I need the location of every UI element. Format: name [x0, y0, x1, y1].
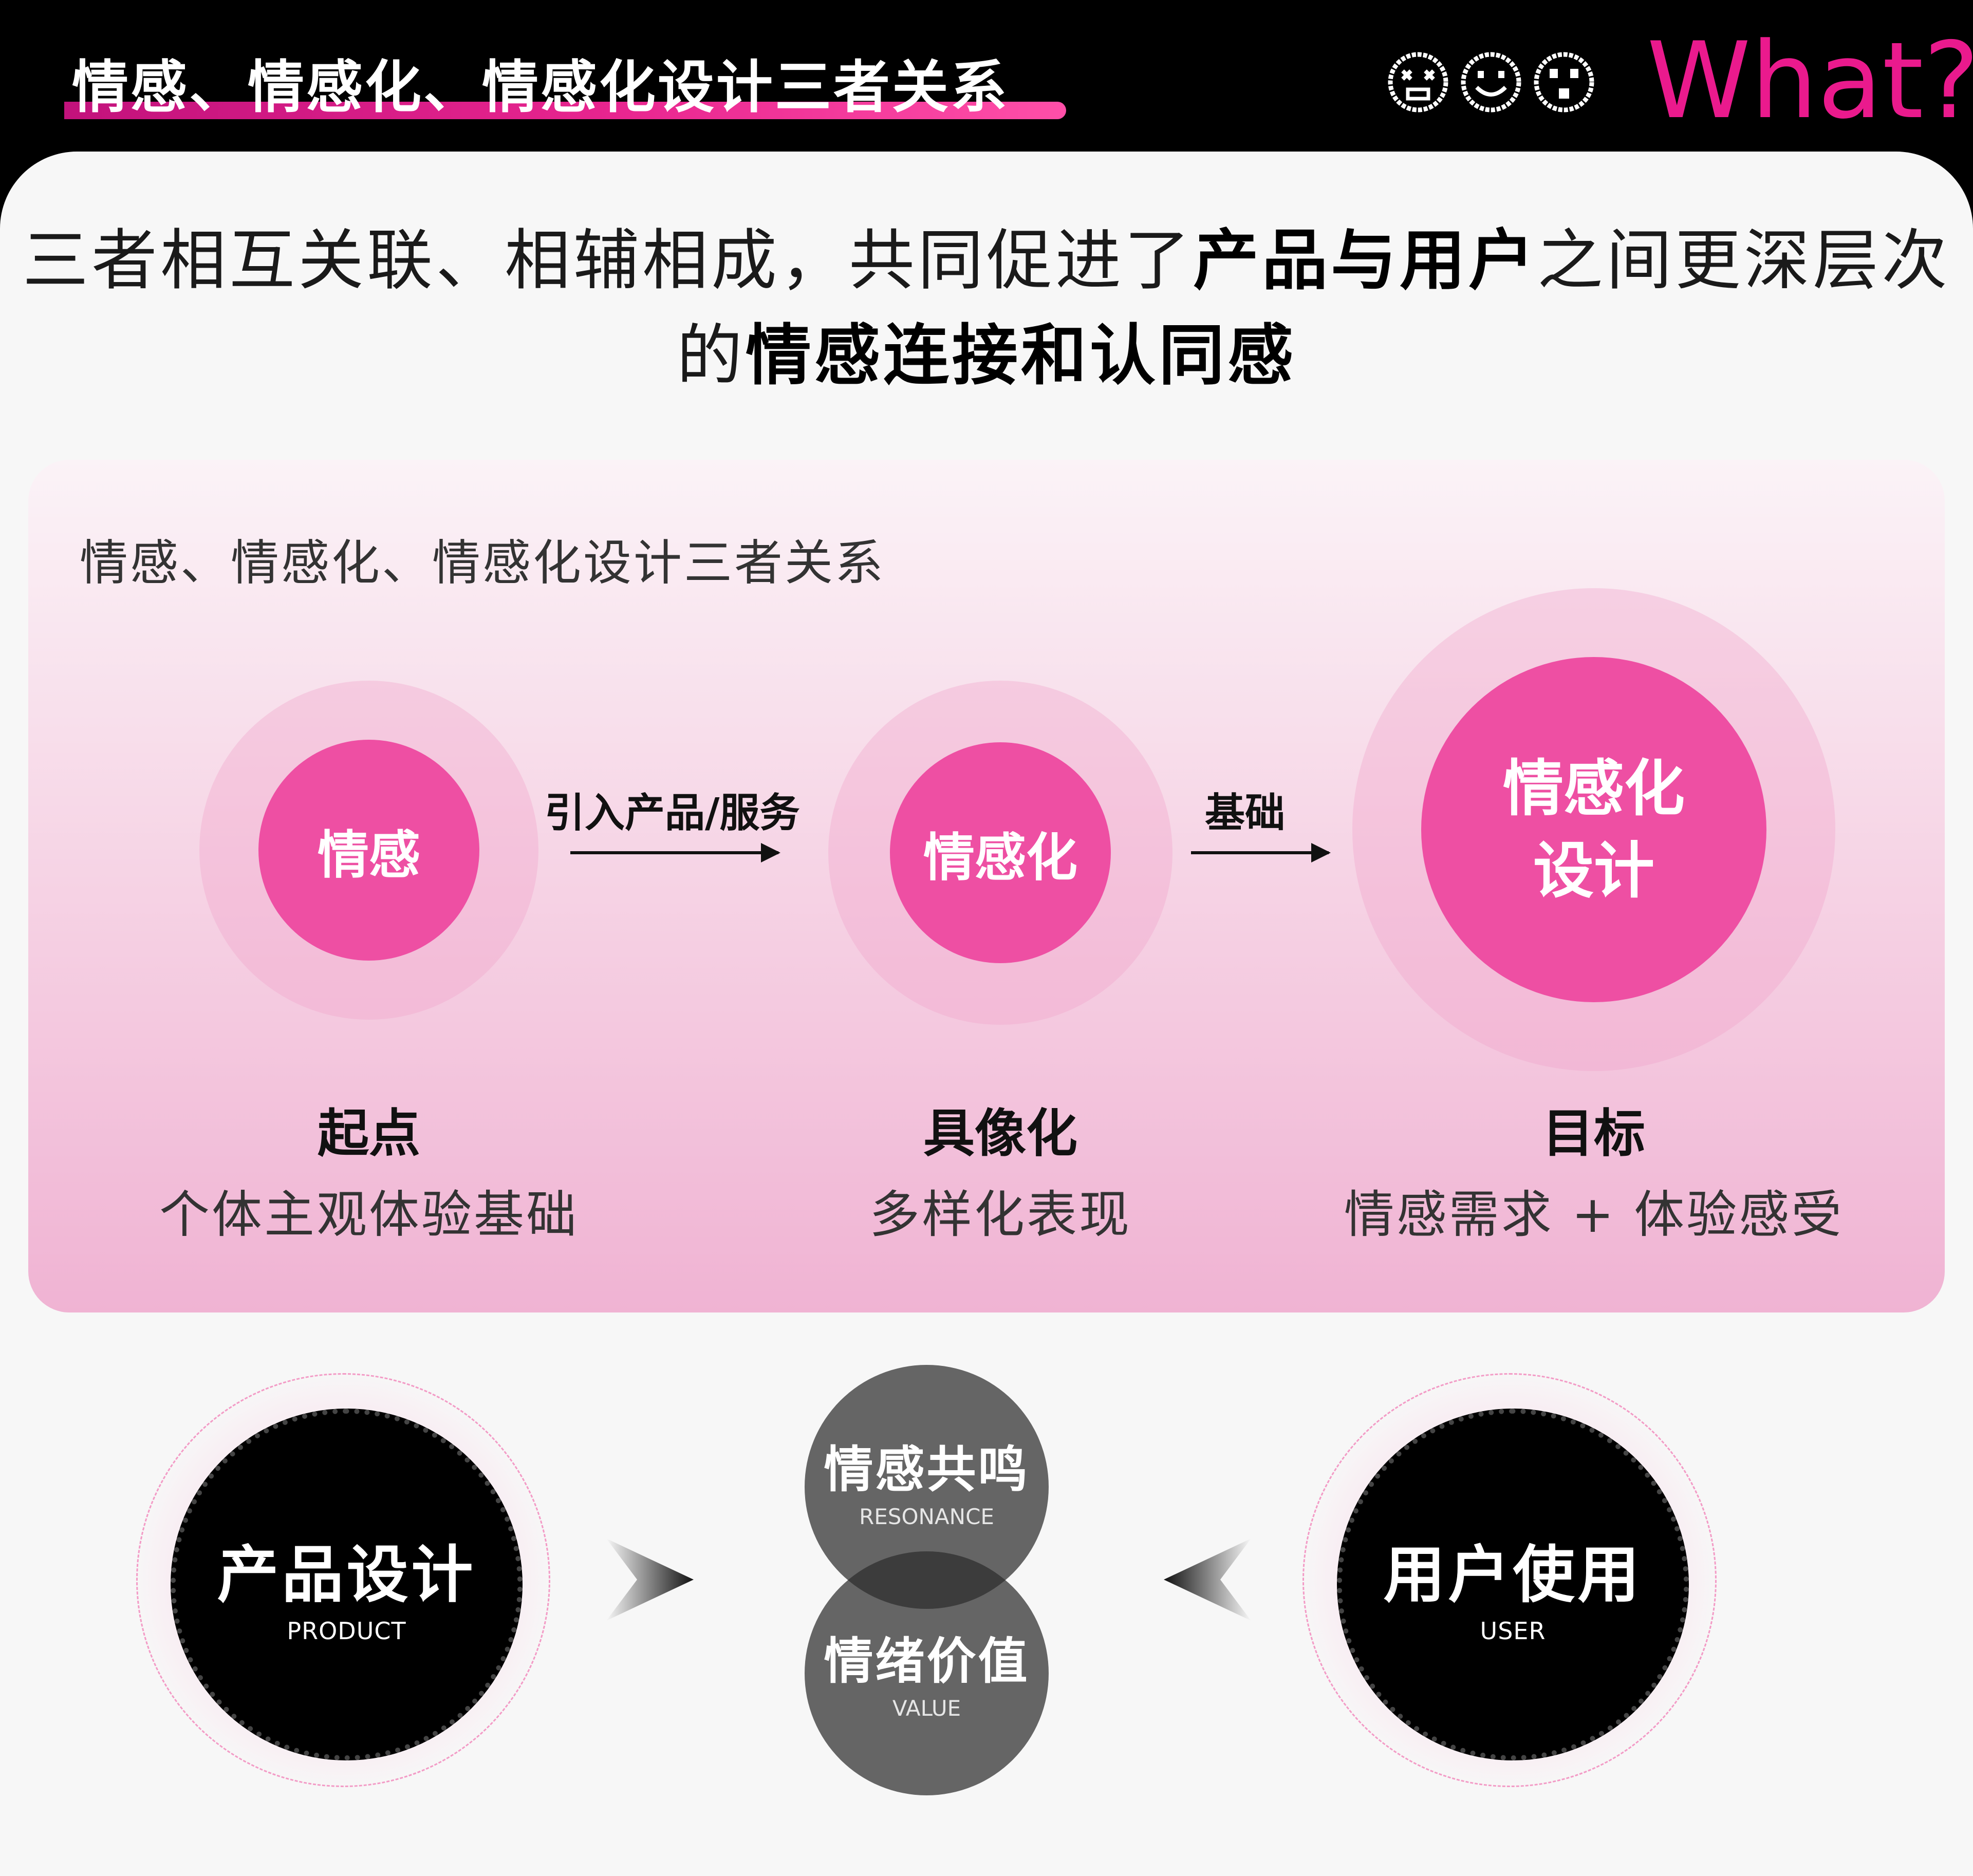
user-label-en: USER — [1480, 1617, 1546, 1645]
arrow-2-label: 基础 — [1205, 790, 1286, 836]
stage-2-title: 具像化 — [923, 1103, 1077, 1164]
resonance-label: 情感共鸣 — [824, 1440, 1030, 1498]
intro-line-1: 三者相互关联、相辅相成，共同促进了产品与用户之间更深层次 — [0, 213, 1973, 308]
stage-3-circle-line-1: 情感化 — [1502, 753, 1685, 824]
title-underline — [64, 102, 1066, 119]
stage-2-circle: 情感化 — [890, 742, 1111, 963]
page-title: 情感、情感化、情感化设计三者关系 — [72, 54, 1009, 120]
arrow-1 — [570, 843, 780, 862]
intro-line1-pre: 三者相互关联、相辅相成，共同促进了 — [22, 222, 1193, 299]
intro-line1-bold: 产品与用户 — [1193, 222, 1537, 299]
stage-3-circle: 情感化 设计 — [1421, 657, 1766, 1002]
stage-1-desc: 个体主观体验基础 — [159, 1186, 579, 1244]
chevron-left-icon — [1164, 1539, 1251, 1621]
main-panel: 三者相互关联、相辅相成，共同促进了产品与用户之间更深层次 的情感连接和认同感 情… — [0, 152, 1973, 1876]
stage-2-desc: 多样化表现 — [869, 1186, 1131, 1244]
value-circle: 情绪价值 VALUE — [805, 1551, 1049, 1795]
stage-1-title: 起点 — [318, 1103, 420, 1164]
stage-1-circle: 情感 — [258, 740, 479, 961]
stage-3-title: 目标 — [1542, 1103, 1645, 1164]
smiley-face-icon — [1461, 52, 1521, 112]
intro-line2-bold: 情感连接和认同感 — [746, 317, 1297, 394]
arrow-1-label: 引入产品/服务 — [545, 790, 800, 836]
surprised-face-icon — [1534, 52, 1594, 112]
product-circle: 产品设计 PRODUCT — [171, 1409, 523, 1760]
user-label: 用户使用 — [1383, 1539, 1643, 1611]
what-label: What? — [1647, 20, 1973, 142]
intro-text: 三者相互关联、相辅相成，共同促进了产品与用户之间更深层次 的情感连接和认同感 — [0, 213, 1973, 403]
arrow-2 — [1191, 843, 1331, 862]
chevron-right-icon — [606, 1539, 694, 1621]
intro-line-2: 的情感连接和认同感 — [0, 308, 1973, 403]
value-label: 情绪价值 — [824, 1632, 1030, 1690]
user-circle: 用户使用 USER — [1337, 1409, 1689, 1760]
resonance-label-en: RESONANCE — [859, 1504, 994, 1529]
dizzy-face-icon — [1388, 52, 1448, 112]
intro-line2-pre: 的 — [676, 317, 746, 394]
header-bar: 情感、情感化、情感化设计三者关系 What? — [0, 0, 1973, 154]
product-label-en: PRODUCT — [287, 1617, 406, 1645]
product-label: 产品设计 — [217, 1539, 476, 1611]
stage-3-desc: 情感需求 + 体验感受 — [1344, 1186, 1844, 1244]
relation-box-title: 情感、情感化、情感化设计三者关系 — [80, 535, 886, 591]
stage-3-circle-line-2: 设计 — [1533, 835, 1654, 906]
value-label-en: VALUE — [892, 1695, 961, 1721]
intro-line1-post: 之间更深层次 — [1537, 222, 1951, 299]
